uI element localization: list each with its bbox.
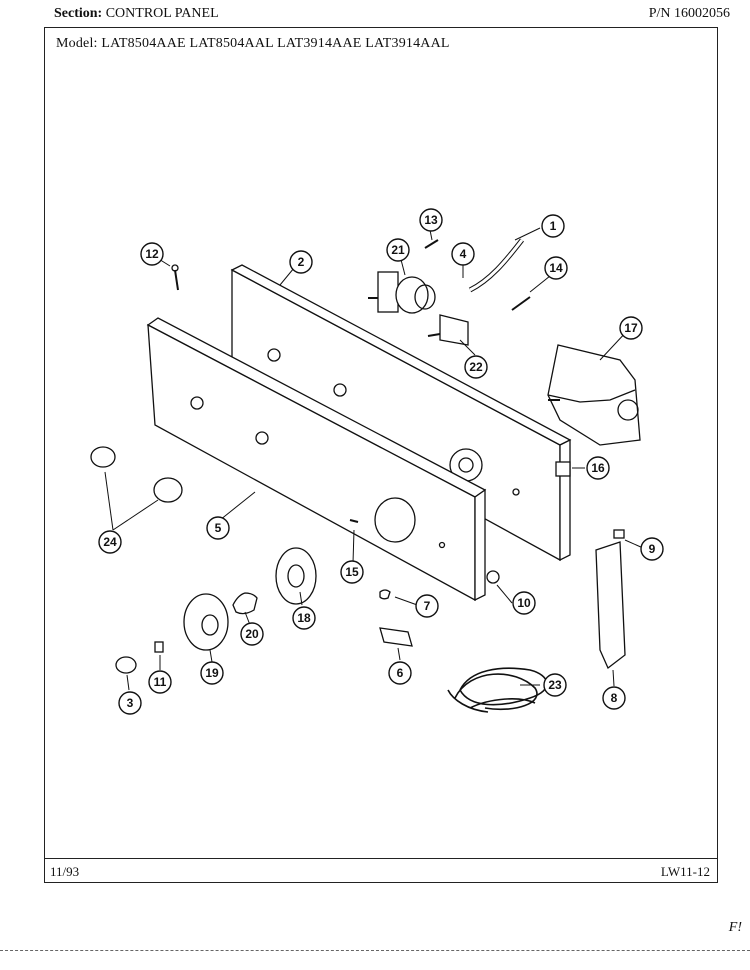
callout-label-11: 11: [154, 675, 167, 689]
section-header: Section: CONTROL PANEL: [54, 6, 219, 22]
callout-circle-22: [464, 355, 488, 379]
callout-label-5: 5: [215, 521, 222, 535]
indicator-light: [555, 461, 571, 477]
callout-circle-15: [340, 560, 364, 584]
model-line: Model: LAT8504AAE LAT8504AAL LAT3914AAE …: [56, 36, 450, 51]
footer-date: 11/93: [50, 864, 80, 879]
callout-circle-8: [602, 686, 626, 710]
callout-circle-5: [206, 516, 230, 540]
footer-page-code: LW11-12: [660, 864, 710, 879]
callout-circle-6: [388, 661, 412, 685]
callout-label-3: 3: [127, 696, 134, 710]
callout-circle-19: [200, 661, 224, 685]
callout-label-15: 15: [345, 565, 359, 579]
callout-label-9: 9: [649, 542, 656, 556]
hose-part: [468, 238, 524, 293]
callout-label-8: 8: [611, 691, 618, 705]
callout-label-1: 1: [550, 219, 557, 233]
section-label: Section:: [54, 6, 103, 21]
callout-label-7: 7: [424, 599, 431, 613]
end-caps: [90, 446, 183, 503]
callout-label-10: 10: [517, 596, 531, 610]
callout-label-13: 13: [424, 213, 438, 227]
callout-label-14: 14: [549, 261, 563, 275]
timer-part: [547, 344, 641, 446]
callout-label-23: 23: [548, 678, 562, 692]
callout-circle-20: [240, 622, 264, 646]
footer-divider: [44, 858, 718, 859]
callout-label-24: 24: [103, 535, 117, 549]
callout-circle-2: [289, 250, 313, 274]
callout-circle-16: [586, 456, 610, 480]
front-panel: [146, 317, 487, 602]
callout-circle-1: [541, 214, 565, 238]
callout-label-16: 16: [591, 461, 605, 475]
callout-circle-14: [544, 256, 568, 280]
callout-label-6: 6: [397, 666, 404, 680]
trim-piece: [595, 529, 626, 670]
section-value: CONTROL PANEL: [105, 6, 219, 21]
callout-label-2: 2: [298, 255, 305, 269]
pressure-switch: [368, 271, 436, 314]
callout-circle-23: [543, 673, 567, 697]
callout-circle-24: [98, 530, 122, 554]
callout-circle-3: [118, 691, 142, 715]
callout-circle-11: [148, 670, 172, 694]
diagram-frame: [44, 27, 718, 883]
callout-circle-10: [512, 591, 536, 615]
callout-circle-7: [415, 594, 439, 618]
callout-label-4: 4: [460, 247, 467, 261]
callout-label-21: 21: [391, 243, 405, 257]
connector-part: [379, 627, 413, 647]
part-number: P/N 16002056: [648, 6, 730, 21]
callout-label-19: 19: [205, 666, 219, 680]
bottom-rule: [0, 950, 750, 951]
callout-label-18: 18: [297, 611, 311, 625]
callout-circle-21: [386, 238, 410, 262]
wire-harness: [447, 667, 548, 713]
callout-label-20: 20: [245, 627, 259, 641]
switch-part: [427, 314, 469, 346]
callout-circle-18: [292, 606, 316, 630]
callout-circle-17: [619, 316, 643, 340]
corner-mark: F!: [728, 920, 742, 935]
callout-circle-9: [640, 537, 664, 561]
callout-circle-4: [451, 242, 475, 266]
callout-label-22: 22: [469, 360, 483, 374]
callout-label-12: 12: [145, 247, 159, 261]
callout-circle-13: [419, 208, 443, 232]
callout-circle-12: [140, 242, 164, 266]
knobs: [115, 547, 500, 674]
callout-label-17: 17: [624, 321, 638, 335]
